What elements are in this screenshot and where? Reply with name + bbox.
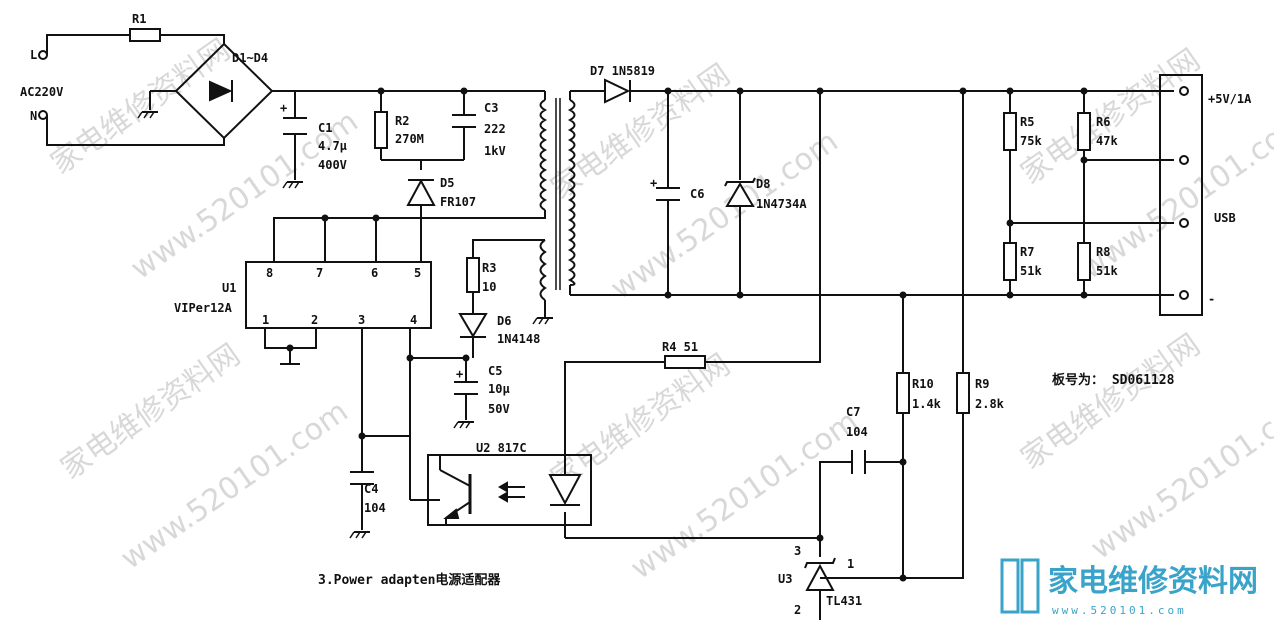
svg-text:R2: R2 [395,114,409,128]
svg-text:104: 104 [846,425,868,439]
svg-text:U3: U3 [778,572,792,586]
svg-text:R5: R5 [1020,115,1034,129]
svg-text:R9: R9 [975,377,989,391]
c1-plus: + [280,101,287,115]
svg-text:4.7μ: 4.7μ [318,139,347,153]
svg-text:51k: 51k [1096,264,1118,278]
svg-text:10: 10 [482,280,496,294]
svg-text:400V: 400V [318,158,347,172]
svg-text:U2 817C: U2 817C [476,441,527,455]
svg-text:104: 104 [364,501,386,515]
ground-symbols [137,111,554,539]
svg-text:C3: C3 [484,101,498,115]
svg-text:50V: 50V [488,402,510,416]
svg-text:www.520101.com: www.520101.com [1052,604,1187,617]
site-logo: 家电维修资料网 www.520101.com [1000,558,1258,617]
c5-plus: + [456,367,463,381]
svg-text:R3: R3 [482,261,496,275]
svg-text:2: 2 [311,313,318,327]
figure-caption: 3.Power adapten电源适配器 [318,572,501,588]
svg-text:TL431: TL431 [826,594,862,608]
svg-text:R4 51: R4 51 [662,340,698,354]
svg-text:3: 3 [358,313,365,327]
svg-text:R8: R8 [1096,245,1110,259]
output-negative-label: - [1208,292,1215,306]
svg-text:8: 8 [266,266,273,280]
wires [38,34,1203,620]
svg-text:C4: C4 [364,482,378,496]
usb-label: USB [1214,211,1236,225]
svg-text:U1: U1 [222,281,236,295]
transformer [539,98,576,301]
svg-text:51k: 51k [1020,264,1042,278]
svg-text:R6: R6 [1096,115,1110,129]
svg-text:7: 7 [316,266,323,280]
svg-text:47k: 47k [1096,134,1118,148]
svg-text:10μ: 10μ [488,382,510,396]
svg-text:1: 1 [847,557,854,571]
svg-text:C7: C7 [846,405,860,419]
svg-text:家电维修资料网: 家电维修资料网 [1015,42,1207,191]
svg-text:D5: D5 [440,176,454,190]
svg-text:FR107: FR107 [440,195,476,209]
svg-text:www.520101.com: www.520101.com [625,404,865,587]
svg-text:4: 4 [410,313,417,327]
svg-text:3: 3 [794,544,801,558]
svg-text:1kV: 1kV [484,144,506,158]
terminal-ac: AC220V [20,85,63,99]
svg-text:家电维修资料网: 家电维修资料网 [45,32,237,181]
svg-text:75k: 75k [1020,134,1042,148]
svg-text:270M: 270M [395,132,424,146]
svg-text:C6: C6 [690,187,704,201]
svg-text:C5: C5 [488,364,502,378]
svg-text:5: 5 [414,266,421,280]
svg-text:家电维修资料网: 家电维修资料网 [55,337,247,486]
terminal-L: L [30,48,37,62]
svg-text:D7 1N5819: D7 1N5819 [590,64,655,78]
labels: L AC220V N R1 D1~D4 + C1 4.7μ 400V R2 27… [20,12,1252,617]
svg-text:R1: R1 [132,12,146,26]
svg-text:D6: D6 [497,314,511,328]
svg-text:1: 1 [262,313,269,327]
svg-text:家电维修资料网: 家电维修资料网 [1048,564,1258,599]
svg-text:1.4k: 1.4k [912,397,942,411]
c6-plus: + [650,176,657,190]
junctions [286,87,1088,582]
svg-text:C1: C1 [318,121,332,135]
svg-text:VIPer12A: VIPer12A [174,301,233,315]
svg-text:R7: R7 [1020,245,1034,259]
svg-text:D1~D4: D1~D4 [232,51,268,65]
svg-text:1N4148: 1N4148 [497,332,540,346]
svg-text:家电维修资料网: 家电维修资料网 [1015,327,1207,476]
svg-text:222: 222 [484,122,506,136]
svg-text:2.8k: 2.8k [975,397,1005,411]
svg-text:D8: D8 [756,177,770,191]
board-number: 板号为： SD061128 [1052,372,1175,388]
output-positive-label: +5V/1A [1208,92,1252,106]
svg-text:6: 6 [371,266,378,280]
components [129,28,1189,591]
svg-text:2: 2 [794,603,801,617]
svg-text:R10: R10 [912,377,934,391]
terminal-N: N [30,109,37,123]
svg-text:1N4734A: 1N4734A [756,197,807,211]
